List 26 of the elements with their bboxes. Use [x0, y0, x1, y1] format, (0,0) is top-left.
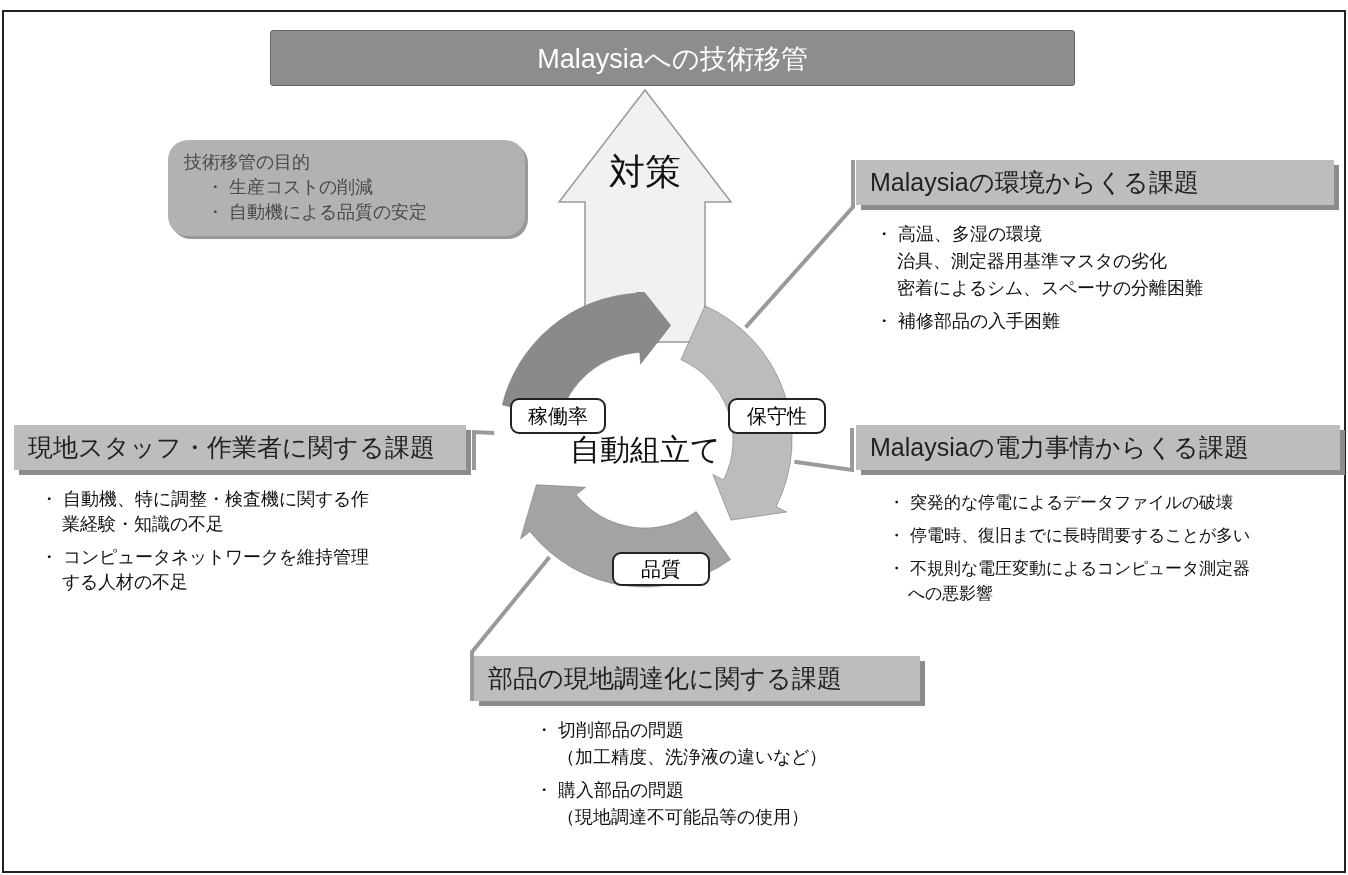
- bullet-text: ・ 生産コストの削減: [205, 176, 374, 199]
- bullet-text: （現地調達不可能品等の使用）: [555, 806, 810, 829]
- bullet-text: ・ 高温、多湿の環境: [875, 223, 1043, 246]
- ring-tag: 品質: [612, 552, 710, 586]
- center-label: 自動組立て: [568, 432, 722, 468]
- bullet-text: ・ 停電時、復旧までに長時間要することが多い: [888, 525, 1251, 547]
- card-heading: 技術移管の目的: [184, 151, 311, 174]
- title-banner: Malaysiaへの技術移管: [270, 30, 1075, 86]
- purpose-card: [168, 140, 525, 236]
- bullet-text: （加工精度、洗浄液の違いなど）: [555, 746, 828, 769]
- leader-line: [472, 429, 495, 470]
- bullet-text: ・ 不規則な電圧変動によるコンピュータ測定器への悪影響: [888, 558, 1251, 605]
- leader-line: [470, 555, 552, 701]
- bullet-text: ・ 自動機、特に調整・検査機に関する作業経験・知識の不足: [40, 488, 370, 536]
- bullet-text: ・ 突発的な停電によるデータファイルの破壊: [888, 492, 1234, 514]
- bullet-text: ・ コンピュータネットワークを維持管理する人材の不足: [40, 546, 370, 594]
- bullet-text: 密着によるシム、スペーサの分離困難: [895, 277, 1204, 300]
- bullet-text: ・ 切削部品の問題: [535, 719, 685, 742]
- bullet-text: ・ 購入部品の問題: [535, 779, 685, 802]
- leader-line: [794, 428, 854, 473]
- bullet-text: 治具、測定器用基準マスタの劣化: [895, 250, 1168, 273]
- bullet-text: ・ 自動機による品質の安定: [205, 201, 428, 224]
- leader-line: [744, 160, 855, 329]
- bullet-text: ・ 補修部品の入手困難: [875, 310, 1061, 333]
- ring-tag: 保守性: [728, 398, 826, 434]
- ring-tag: 稼働率: [510, 398, 606, 434]
